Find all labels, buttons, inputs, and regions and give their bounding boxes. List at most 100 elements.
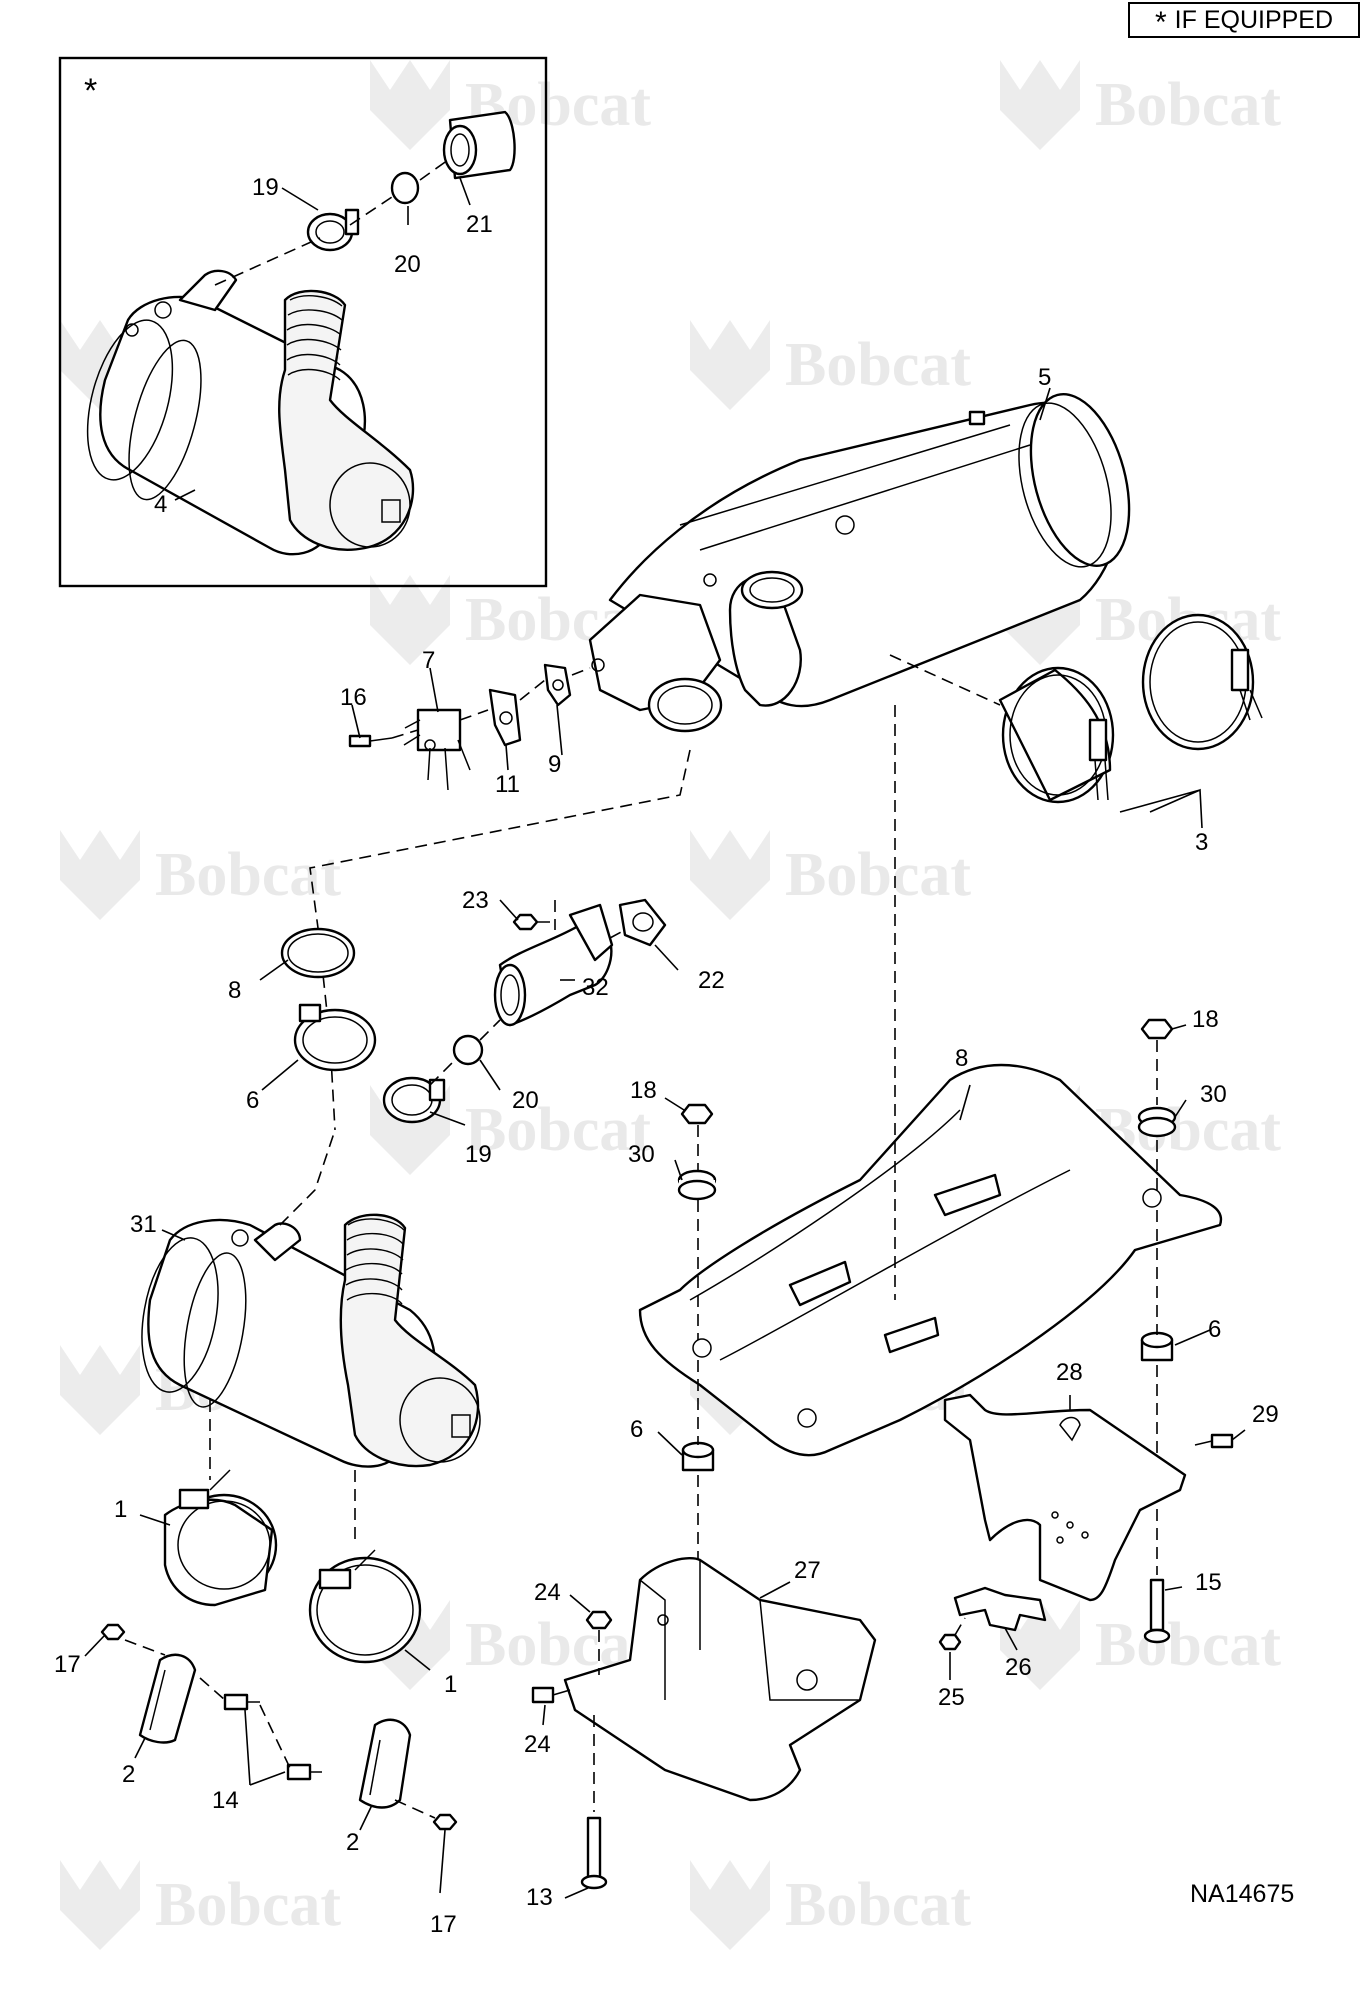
callout-labels: 19 20 21 4 5 7 16 11 9 3 23 22 32 8 6 20… xyxy=(54,174,1279,1938)
muffler-clamp-dash xyxy=(889,654,1001,706)
nut-18b xyxy=(1140,1018,1174,1040)
clamp-3a xyxy=(998,666,1115,804)
callout-28: 28 xyxy=(1056,1359,1083,1386)
legend-text: IF EQUIPPED xyxy=(1174,5,1334,34)
callout-1-left: 1 xyxy=(114,1496,127,1523)
bracket26-dash xyxy=(954,1617,966,1636)
pipe-dash-line xyxy=(309,749,691,1131)
callout-30-right: 30 xyxy=(1200,1081,1227,1108)
callout-8: 8 xyxy=(955,1045,968,1072)
legend-asterisk: * xyxy=(1154,6,1167,39)
watermark-layer: Bobcat Bobcat Bobcat Bobcat Bobcat Bobca… xyxy=(60,60,1281,1950)
washer-30b xyxy=(1137,1106,1177,1138)
bolt-14a xyxy=(223,1693,260,1711)
watermark: Bobcat xyxy=(690,320,971,410)
callout-14: 14 xyxy=(212,1787,239,1814)
callout-20: 20 xyxy=(512,1087,539,1114)
nut-23 xyxy=(512,913,539,931)
callout-5: 5 xyxy=(1038,364,1051,391)
callout-16: 16 xyxy=(340,684,367,711)
bolt-29 xyxy=(1194,1433,1234,1449)
watermark: Bobcat xyxy=(1000,1600,1281,1690)
callout-4: 4 xyxy=(154,491,167,518)
ring-10 xyxy=(280,927,356,979)
clamp-1a xyxy=(163,1469,278,1607)
callout-18-right: 18 xyxy=(1192,1006,1219,1033)
bolt-16 xyxy=(348,734,393,748)
inset-asterisk: * xyxy=(84,72,97,110)
inset-muffler-4 xyxy=(86,269,415,556)
watermark: Bobcat xyxy=(60,830,341,920)
svg-text:Bobcat: Bobcat xyxy=(1095,1611,1281,1679)
callout-6-right: 6 xyxy=(1208,1316,1221,1343)
watermark: Bobcat xyxy=(370,60,651,150)
clamp-19 xyxy=(382,1076,446,1124)
inset-flange-21 xyxy=(442,110,516,180)
shield-2b xyxy=(358,1718,412,1809)
plate-8 xyxy=(638,1063,1223,1457)
watermark: Bobcat xyxy=(1000,60,1281,150)
callout-3: 3 xyxy=(1195,829,1208,856)
bracket-26 xyxy=(953,1586,1047,1632)
callout-24-bottom: 24 xyxy=(524,1731,551,1758)
nut-17b xyxy=(432,1813,458,1831)
washer-30a xyxy=(677,1169,717,1201)
inset-clamp-19 xyxy=(306,208,360,252)
callout-22: 22 xyxy=(698,967,725,994)
svg-text:Bobcat: Bobcat xyxy=(155,841,341,909)
svg-text:Bobcat: Bobcat xyxy=(465,1096,651,1164)
bolt-24b xyxy=(531,1686,571,1704)
watermark: Bobcat xyxy=(60,1860,341,1950)
gasket-11 xyxy=(543,663,572,707)
shield-2a xyxy=(138,1653,197,1744)
watermark: Bobcat xyxy=(370,1085,651,1175)
callout-12: 11 xyxy=(495,771,520,798)
svg-text:Bobcat: Bobcat xyxy=(785,841,971,909)
inset-ring-20 xyxy=(390,171,420,205)
main-muffler-5 xyxy=(588,393,1131,733)
callout-1-right: 1 xyxy=(444,1671,457,1698)
bracket-28 xyxy=(943,1393,1187,1602)
callout-31: 31 xyxy=(130,1211,157,1238)
callout-19: 19 xyxy=(465,1141,492,1168)
callout-9: 6 xyxy=(246,1087,259,1114)
callout-7: 7 xyxy=(422,647,435,674)
gasket-12 xyxy=(488,688,522,747)
if-equipped-legend: * IF EQUIPPED xyxy=(1128,2,1360,38)
drawing-id: NA14675 xyxy=(1190,1880,1295,1908)
ring-20 xyxy=(452,1034,484,1066)
leader-lines xyxy=(84,177,1246,1899)
svg-text:Bobcat: Bobcat xyxy=(785,1871,971,1939)
clamp-1b xyxy=(308,1549,422,1664)
callout-17-left: 17 xyxy=(54,1651,81,1678)
callout-20-inset: 20 xyxy=(394,251,421,278)
nut-17a xyxy=(100,1623,126,1641)
shield-dash-line xyxy=(124,1639,436,1819)
elbow-32 xyxy=(493,903,614,1027)
gasket-22 xyxy=(618,898,667,947)
callout-13: 13 xyxy=(526,1884,553,1911)
inset-frame xyxy=(58,56,548,588)
inset-dash-line xyxy=(214,159,449,286)
callout-21: 21 xyxy=(466,211,493,238)
callout-19-inset: 19 xyxy=(252,174,279,201)
bracket27-dash xyxy=(593,1630,600,1812)
watermark: Bobcat xyxy=(690,1860,971,1950)
clamp-9 xyxy=(293,1003,377,1072)
callout-18-left: 18 xyxy=(630,1077,657,1104)
mount-6b xyxy=(1140,1331,1174,1362)
callout-27: 27 xyxy=(794,1557,821,1584)
callout-11: 9 xyxy=(548,751,561,778)
elbow-dash-line xyxy=(429,900,626,1086)
muffler31-dash-a xyxy=(209,1129,356,1540)
callout-10: 8 xyxy=(228,977,241,1004)
callout-15: 15 xyxy=(1195,1569,1222,1596)
muffler-31 xyxy=(141,1213,481,1468)
callout-30-left: 30 xyxy=(628,1141,655,1168)
watermark: Bobcat xyxy=(690,830,971,920)
svg-text:Bobcat: Bobcat xyxy=(155,1871,341,1939)
callout-23: 23 xyxy=(462,887,489,914)
callout-24-top: 24 xyxy=(534,1579,561,1606)
bolt-24a xyxy=(585,1610,613,1630)
